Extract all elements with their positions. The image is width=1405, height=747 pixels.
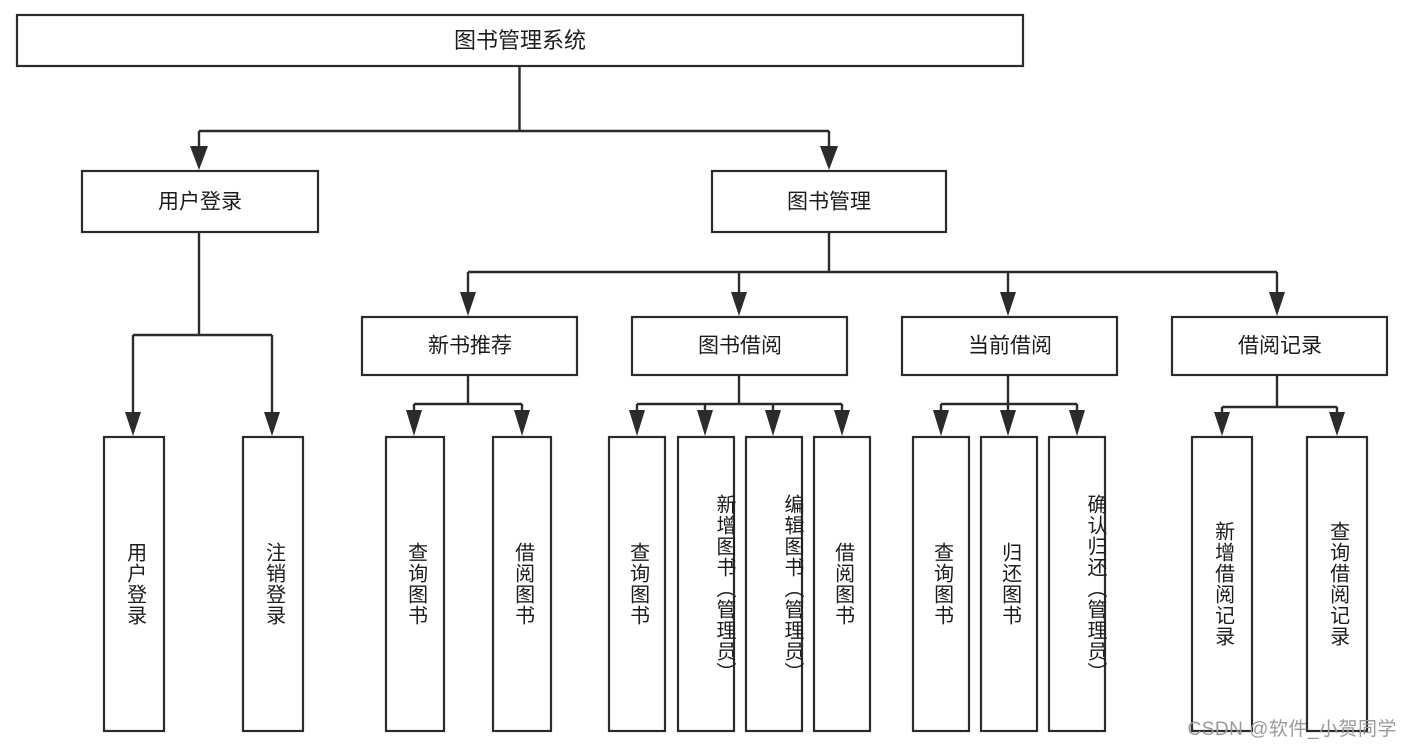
arrow-new-book-rec-leaf-1: [406, 410, 422, 436]
arrow-root-to-user-login: [190, 146, 208, 170]
node-book-borrow[interactable]: 图书借阅: [630, 315, 849, 377]
node-book-manage-label: 图书管理: [787, 191, 871, 214]
arrow-book-manage-to-book-borrow: [731, 292, 747, 316]
node-user-login[interactable]: 用户登录: [80, 169, 320, 234]
node-current-borrow[interactable]: 当前借阅: [900, 315, 1119, 377]
arrow-book-borrow-leaf-3: [765, 410, 781, 436]
node-leaf-add-book-box[interactable]: [676, 435, 736, 733]
node-borrow-record-box[interactable]: [1170, 315, 1389, 377]
node-leaf-query-record-box[interactable]: [1305, 435, 1369, 733]
arrow-book-borrow-leaf-2: [697, 410, 713, 436]
node-new-book-rec-label: 新书推荐: [428, 335, 512, 358]
arrow-user-login-leaf-2: [264, 412, 280, 436]
node-leaf-edit-book-box[interactable]: [744, 435, 804, 733]
node-user-login-label: 用户登录: [158, 191, 242, 214]
node-leaf-query-book-2-box[interactable]: [607, 435, 667, 733]
node-leaf-borrow-book-2-box[interactable]: [812, 435, 872, 733]
node-leaf-add-record-box[interactable]: [1190, 435, 1254, 733]
node-new-book-rec-box[interactable]: [360, 315, 579, 377]
arrow-borrow-record-leaf-2: [1329, 412, 1345, 436]
csdn-watermark: CSDN @软件_小贺同学: [1187, 719, 1397, 740]
nodes-layer: 图书管理系统 用户登录 图书管理 新书推荐 图书借阅: [15, 13, 1389, 733]
node-leaf-confirm-return-box[interactable]: [1047, 435, 1107, 733]
arrow-book-manage-to-new-book-rec: [460, 292, 476, 316]
node-leaf-return-book-box[interactable]: [979, 435, 1039, 733]
node-book-manage-box[interactable]: [710, 169, 948, 234]
node-borrow-record-label: 借阅记录: [1238, 335, 1322, 358]
node-leaf-borrow-book-1-box[interactable]: [491, 435, 553, 733]
arrow-book-borrow-leaf-1: [629, 410, 645, 436]
connectors-layer: [125, 66, 1345, 436]
node-root-box[interactable]: [15, 13, 1025, 68]
node-borrow-record[interactable]: 借阅记录: [1170, 315, 1389, 377]
node-book-borrow-box[interactable]: [630, 315, 849, 377]
arrow-root-to-book-manage: [820, 146, 838, 170]
arrow-book-borrow-leaf-4: [834, 410, 850, 436]
node-leaf-query-book-1-box[interactable]: [384, 435, 446, 733]
node-current-borrow-label: 当前借阅: [968, 335, 1052, 358]
node-new-book-rec[interactable]: 新书推荐: [360, 315, 579, 377]
node-book-borrow-label: 图书借阅: [698, 335, 782, 358]
arrow-book-manage-to-current-borrow: [1000, 292, 1016, 316]
node-leaf-user-login-box[interactable]: [102, 435, 166, 733]
arrow-current-borrow-leaf-2: [1000, 410, 1016, 436]
arrow-book-manage-to-borrow-record: [1269, 292, 1285, 316]
arrow-user-login-leaf-1: [125, 412, 141, 436]
arrow-current-borrow-leaf-1: [933, 410, 949, 436]
arrow-current-borrow-leaf-3: [1069, 410, 1085, 436]
node-book-manage[interactable]: 图书管理: [710, 169, 948, 234]
arrow-borrow-record-leaf-1: [1214, 412, 1230, 436]
node-user-login-box[interactable]: [80, 169, 320, 234]
node-root[interactable]: 图书管理系统: [15, 13, 1025, 68]
arrow-new-book-rec-leaf-2: [514, 410, 530, 436]
node-leaf-query-book-3-box[interactable]: [911, 435, 971, 733]
node-current-borrow-box[interactable]: [900, 315, 1119, 377]
node-root-label: 图书管理系统: [454, 28, 586, 53]
node-leaf-logout-login-box[interactable]: [241, 435, 305, 733]
